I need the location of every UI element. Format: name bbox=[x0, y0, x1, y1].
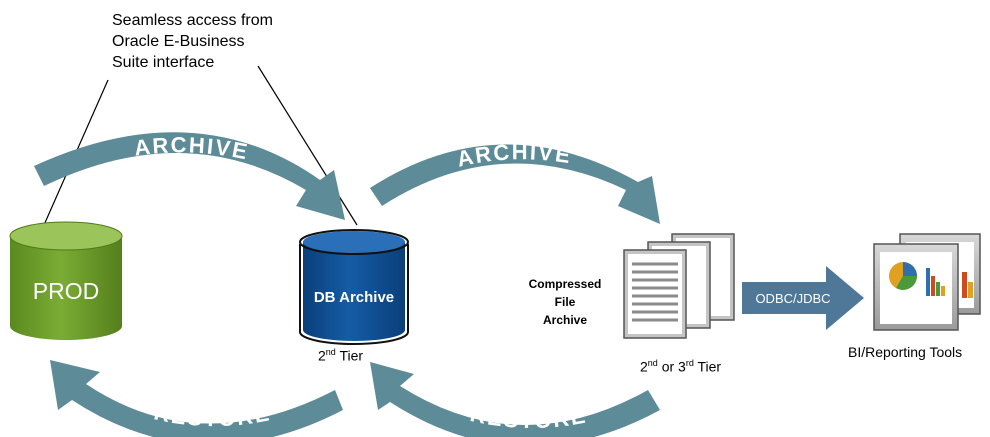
callout-line-2: Oracle E-Business bbox=[112, 33, 245, 50]
restore-arrow-right: RESTORE bbox=[370, 362, 660, 437]
compressed-label-line-2: File bbox=[554, 295, 576, 309]
archive-arrow-right: ARCHIVE bbox=[370, 139, 660, 224]
bi-reporting-tools-label: BI/Reporting Tools bbox=[848, 344, 963, 360]
compressed-label-line-3: Archive bbox=[542, 313, 588, 327]
db-archive-tier-label: 2nd Tier bbox=[318, 347, 363, 364]
tier-ordinal-b: rd bbox=[685, 358, 694, 368]
compressed-file-archive-label: Compressed File Archive bbox=[512, 275, 618, 329]
db-archive-database: DB Archive bbox=[299, 229, 409, 345]
callout-line-1: Seamless access from bbox=[112, 12, 273, 29]
tier-number-a: 2 bbox=[640, 358, 648, 375]
document-front-icon bbox=[623, 249, 687, 339]
db-archive-label: DB Archive bbox=[314, 289, 394, 306]
archive-arrow-left: ARCHIVE bbox=[34, 132, 345, 220]
prod-database: PROD bbox=[9, 221, 123, 340]
callout-line-right bbox=[257, 65, 358, 226]
prod-label: PROD bbox=[33, 278, 99, 304]
tier-ordinal-a: nd bbox=[647, 358, 658, 368]
restore-arrow-left: RESTORE bbox=[50, 360, 343, 437]
archive-label-left: ARCHIVE bbox=[133, 132, 252, 164]
callout-line-3: Suite interface bbox=[112, 54, 215, 71]
restore-label-left: RESTORE bbox=[152, 399, 273, 431]
tier-ordinal: nd bbox=[325, 347, 336, 357]
bar-chart-icon bbox=[926, 268, 945, 296]
tier-number: 2 bbox=[318, 347, 326, 364]
file-archive-tier-label: 2nd or 3rd Tier bbox=[640, 358, 721, 375]
restore-label-right: RESTORE bbox=[468, 401, 589, 433]
odbc-jdbc-arrow: ODBC/JDBC bbox=[742, 266, 864, 330]
report-screen-front-icon bbox=[873, 243, 959, 331]
tier-word: Tier bbox=[335, 347, 364, 364]
callout-text: Seamless access from Oracle E-Business S… bbox=[112, 10, 273, 73]
compressed-file-documents bbox=[623, 233, 735, 339]
pie-chart-icon bbox=[889, 262, 917, 290]
compressed-label-line-1: Compressed bbox=[528, 277, 602, 291]
tier-or: or 3 bbox=[657, 358, 686, 375]
tier-word-b: Tier bbox=[693, 358, 722, 375]
bi-reporting-screens bbox=[873, 233, 981, 331]
odbc-jdbc-label: ODBC/JDBC bbox=[755, 291, 830, 306]
